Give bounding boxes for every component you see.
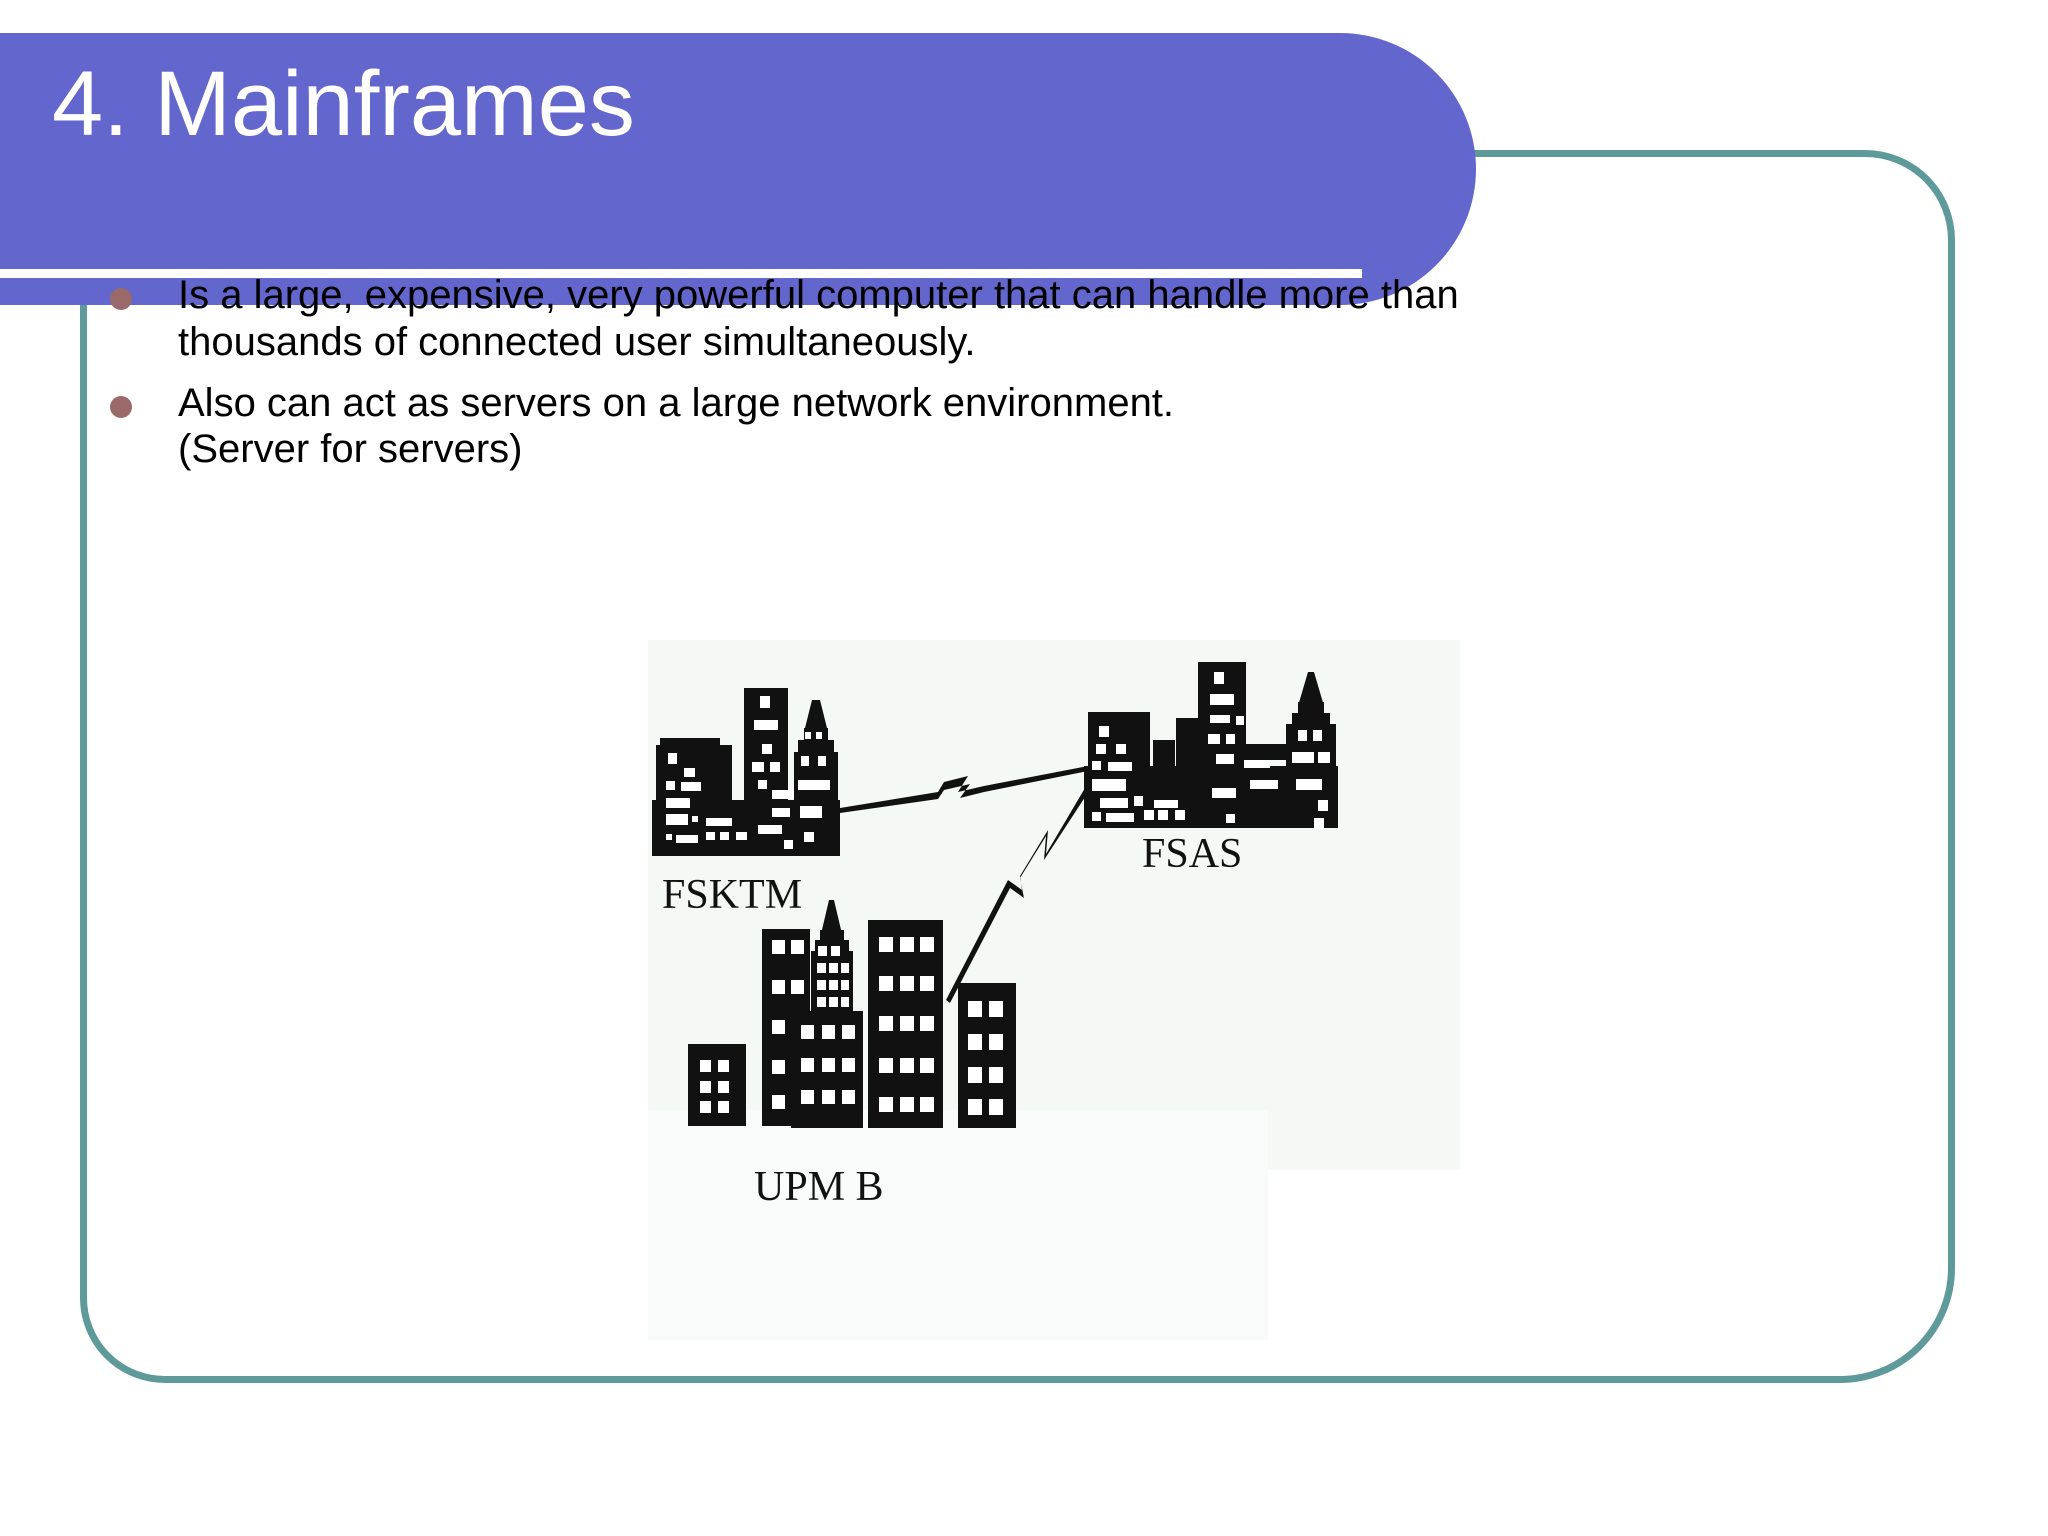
picture-background-bottom bbox=[648, 1110, 1268, 1340]
title-banner-stripe bbox=[0, 269, 1362, 278]
bullet-list: Is a large, expensive, very powerful com… bbox=[110, 272, 1490, 487]
bullet-text: Also can act as servers on a large netwo… bbox=[178, 380, 1175, 472]
bullet-text: Is a large, expensive, very powerful com… bbox=[178, 273, 1459, 364]
link-upmb-fsas bbox=[946, 788, 1089, 1003]
page-title: 4. Mainframes bbox=[52, 53, 635, 155]
city-skyline-upmb bbox=[688, 900, 1016, 1128]
network-diagram-image: FSKTM bbox=[648, 640, 1460, 1340]
link-fsktm-fsas bbox=[840, 766, 1088, 813]
city-skyline-fsktm bbox=[652, 688, 840, 856]
city-label-upmb: UPM B bbox=[754, 1164, 884, 1210]
bullet-dot-icon bbox=[110, 288, 132, 310]
city-label-fsas: FSAS bbox=[1142, 831, 1242, 877]
list-item: Also can act as servers on a large netwo… bbox=[110, 380, 1490, 474]
bullet-dot-icon bbox=[110, 395, 132, 418]
city-skyline-fsas bbox=[1084, 662, 1338, 829]
title-banner bbox=[0, 33, 1476, 305]
list-item: Is a large, expensive, very powerful com… bbox=[110, 272, 1490, 366]
city-label-fsktm: FSKTM bbox=[662, 872, 802, 918]
